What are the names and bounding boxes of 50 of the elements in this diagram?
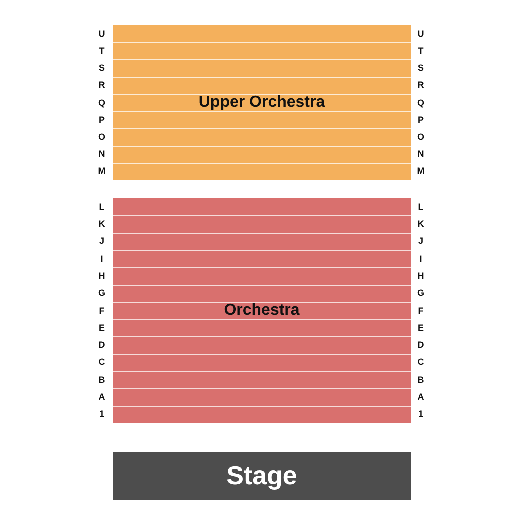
stage <box>113 452 411 500</box>
row-label: F <box>98 306 106 316</box>
row-label: P <box>416 114 425 125</box>
row-label: N <box>98 149 106 160</box>
row-label: B <box>98 374 106 385</box>
seating-section <box>113 25 411 180</box>
row-label: Q <box>416 98 426 108</box>
row-label: D <box>416 340 426 350</box>
row-label: M <box>416 166 426 176</box>
row-label: 1 <box>417 409 424 420</box>
row-label: H <box>416 270 426 281</box>
row-label: M <box>97 166 107 176</box>
row-label: 1 <box>98 409 106 420</box>
row-label: J <box>98 236 106 246</box>
row-label: I <box>418 254 424 264</box>
row-label: R <box>98 80 106 90</box>
row-label: T <box>417 46 425 56</box>
row-label: T <box>98 46 106 56</box>
row-label: B <box>416 374 426 385</box>
section-label: Upper Orchestra <box>198 94 326 112</box>
row-label: L <box>98 202 106 212</box>
row-label: J <box>417 236 424 246</box>
row-label: I <box>100 254 104 264</box>
section-label: Orchestra <box>223 302 301 320</box>
row-label: C <box>416 357 426 368</box>
row-label: K <box>416 218 426 229</box>
row-label: K <box>98 218 106 229</box>
row-label: L <box>417 202 425 212</box>
row-label: P <box>98 114 106 125</box>
row-label: O <box>97 132 106 142</box>
row-label: E <box>416 322 425 333</box>
seating-section <box>113 198 411 423</box>
row-label: G <box>416 288 426 298</box>
row-label: A <box>98 392 106 402</box>
row-label: H <box>98 270 106 281</box>
row-label: S <box>98 63 106 74</box>
row-label: S <box>416 63 425 74</box>
row-label: N <box>416 149 426 160</box>
row-label: U <box>98 28 106 39</box>
row-label: O <box>416 132 426 142</box>
row-label: C <box>98 357 106 368</box>
row-label: R <box>416 80 426 90</box>
row-label: F <box>417 306 425 316</box>
row-label: Q <box>97 98 106 108</box>
row-label: D <box>98 340 106 350</box>
row-label: G <box>97 288 106 298</box>
row-label: E <box>98 322 106 333</box>
row-label: U <box>416 28 426 39</box>
row-label: A <box>416 392 426 402</box>
stage-label: Stage <box>226 460 298 492</box>
